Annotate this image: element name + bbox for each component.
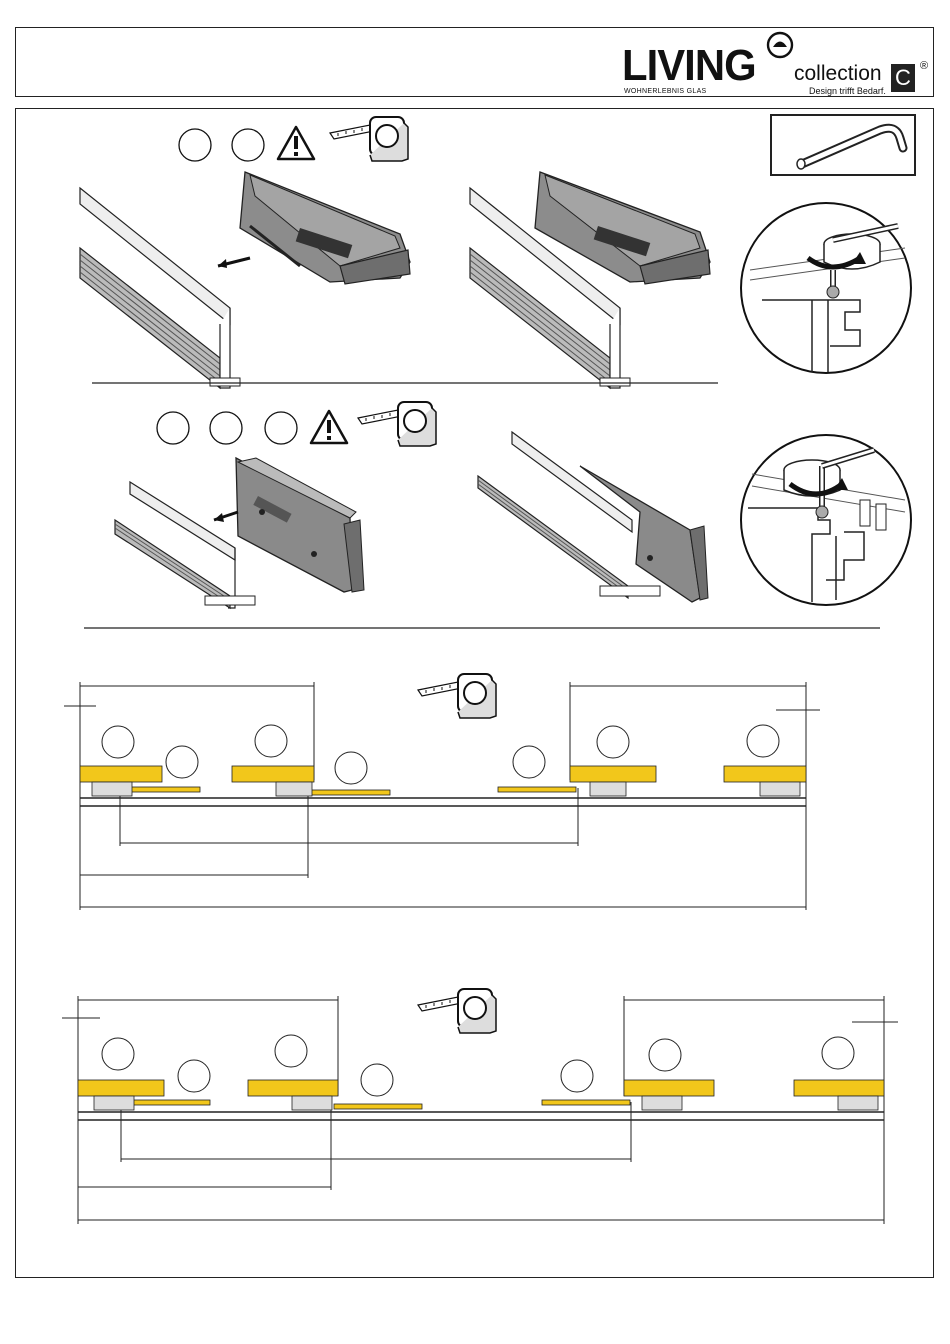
step1-badges (179, 129, 264, 161)
track-profile-right-2 (478, 432, 660, 598)
dimension-diagram-1 (64, 682, 820, 910)
tape-measure-icon-2 (358, 402, 436, 446)
detail-circle-1 (741, 203, 911, 373)
warning-triangle-icon (278, 127, 314, 159)
step2-badges (157, 412, 297, 444)
track-profile-left-2 (115, 482, 255, 608)
warning-triangle-icon-2 (311, 411, 347, 443)
tape-measure-icon-4 (418, 989, 496, 1033)
tape-measure-icon (330, 117, 408, 161)
track-profile-left (80, 188, 240, 388)
detail-circle-2 (741, 435, 911, 605)
tape-measure-icon-3 (418, 674, 496, 718)
